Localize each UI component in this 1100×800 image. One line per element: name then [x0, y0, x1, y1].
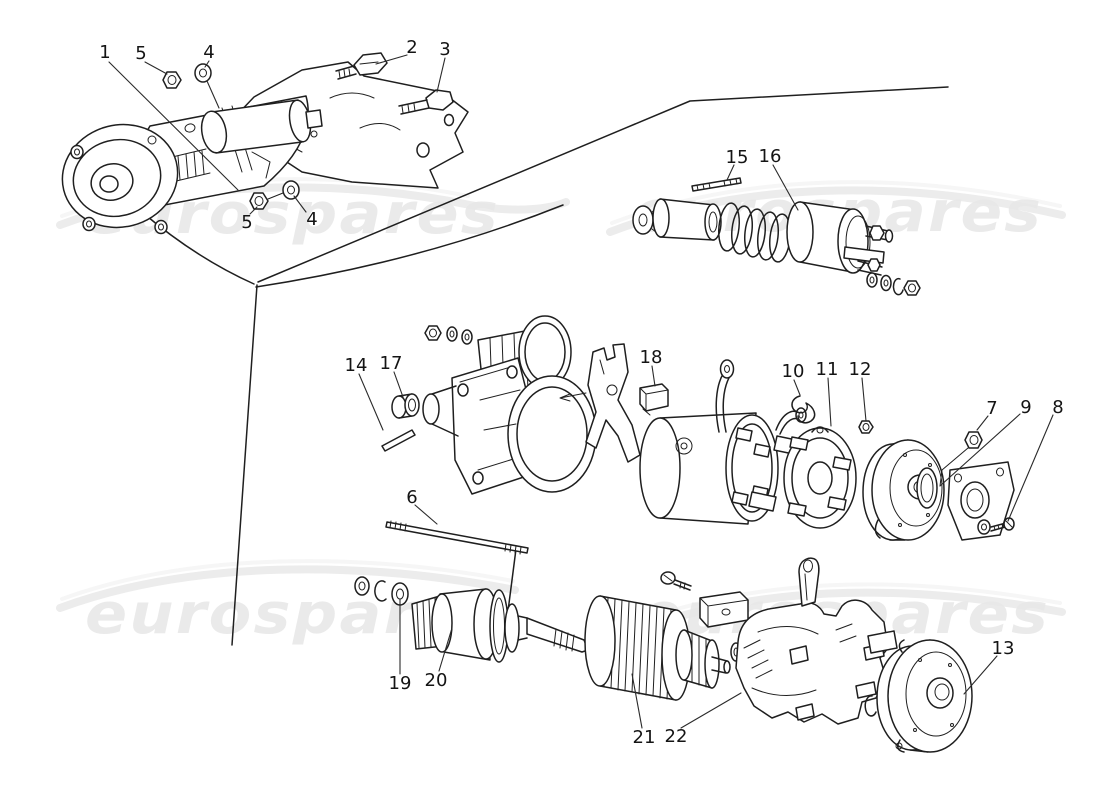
mounting-fasteners-drawing [162, 52, 454, 210]
callout-label-5a: 5 [135, 43, 146, 64]
callout-label-19: 19 [389, 673, 412, 694]
callout-label-20: 20 [425, 670, 448, 691]
callout-label-22: 22 [665, 726, 688, 747]
end-cover-drawing [876, 639, 973, 753]
callout-label-18: 18 [640, 347, 663, 368]
callout-label-14: 14 [345, 355, 368, 376]
callout-numbers: 1 5 4 2 3 5 4 15 16 14 17 18 10 11 12 7 … [99, 37, 1063, 748]
panel-boundary-lines [141, 86, 949, 651]
motor-yoke-drawing [639, 359, 807, 525]
callout-label-13: 13 [992, 638, 1015, 659]
callout-label-4a: 4 [203, 42, 214, 63]
leader-lines [108, 54, 1054, 729]
callout-label-7: 7 [986, 398, 997, 419]
callout-label-15: 15 [726, 147, 749, 168]
callout-label-12: 12 [849, 359, 872, 380]
callout-label-5b: 5 [241, 212, 252, 233]
callout-label-11: 11 [816, 359, 839, 380]
brush-plate-group-drawing [783, 395, 874, 529]
callout-label-2: 2 [406, 37, 417, 58]
callout-label-8: 8 [1052, 397, 1063, 418]
installed-starter-assembly-drawing [61, 61, 469, 235]
rear-bearing-group-drawing [862, 431, 1015, 541]
field-coil-assembly-drawing [660, 557, 898, 725]
drive-end-housing-drawing [381, 315, 606, 495]
callout-label-17: 17 [380, 353, 403, 374]
tie-rod-drawing [385, 520, 529, 555]
rubber-block-drawing [639, 383, 669, 416]
solenoid-exploded-drawing [632, 177, 921, 296]
shift-fork-drawing [585, 343, 641, 463]
callout-label-1: 1 [99, 42, 110, 63]
armature-drawing [584, 595, 775, 701]
callout-label-16: 16 [759, 146, 782, 167]
callout-label-21: 21 [633, 727, 656, 748]
callout-label-4b: 4 [306, 209, 317, 230]
callout-label-3: 3 [439, 39, 450, 60]
callout-label-9: 9 [1020, 397, 1031, 418]
callout-label-6: 6 [406, 487, 417, 508]
callout-label-10: 10 [782, 361, 805, 382]
